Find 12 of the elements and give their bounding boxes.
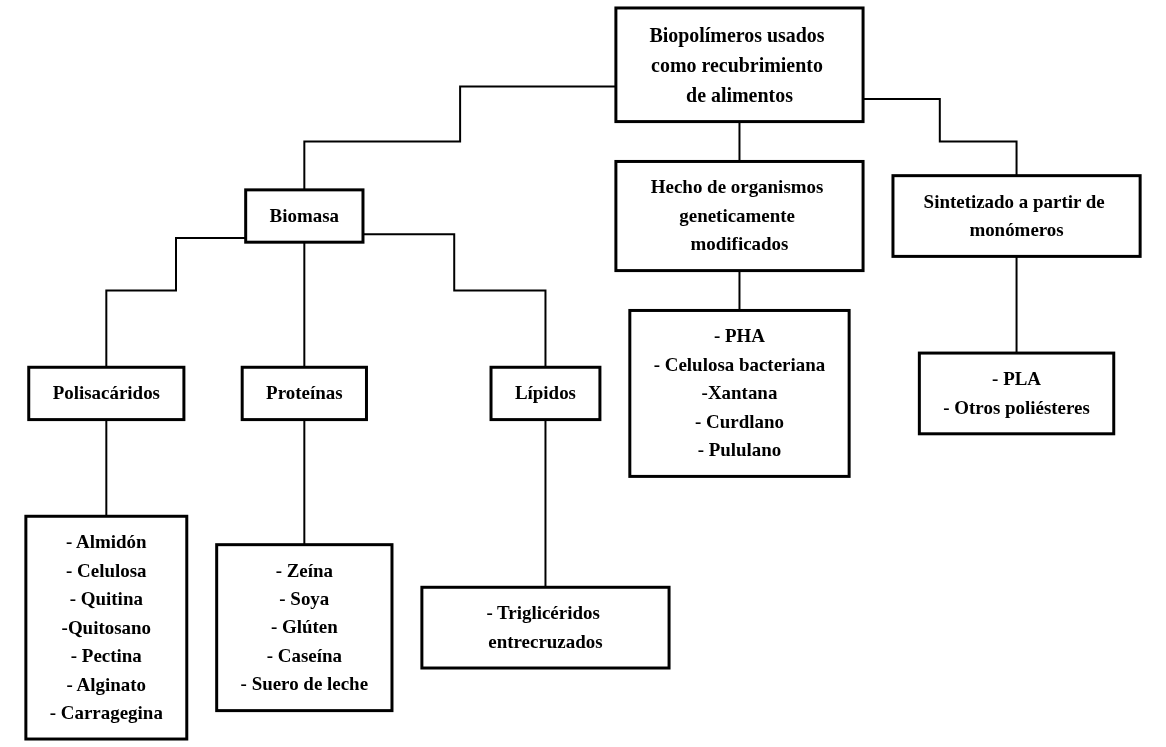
- node-box: [614, 6, 865, 124]
- node-box: [24, 514, 189, 741]
- node-box: [27, 365, 186, 422]
- node-box: [244, 188, 365, 244]
- node-box: [215, 543, 394, 713]
- node-box: [917, 351, 1116, 436]
- node-box: [420, 585, 671, 670]
- node-box: [628, 308, 851, 478]
- node-box: [240, 365, 368, 422]
- node-box: [891, 174, 1142, 258]
- node-box: [489, 365, 602, 422]
- node-box: [614, 159, 865, 273]
